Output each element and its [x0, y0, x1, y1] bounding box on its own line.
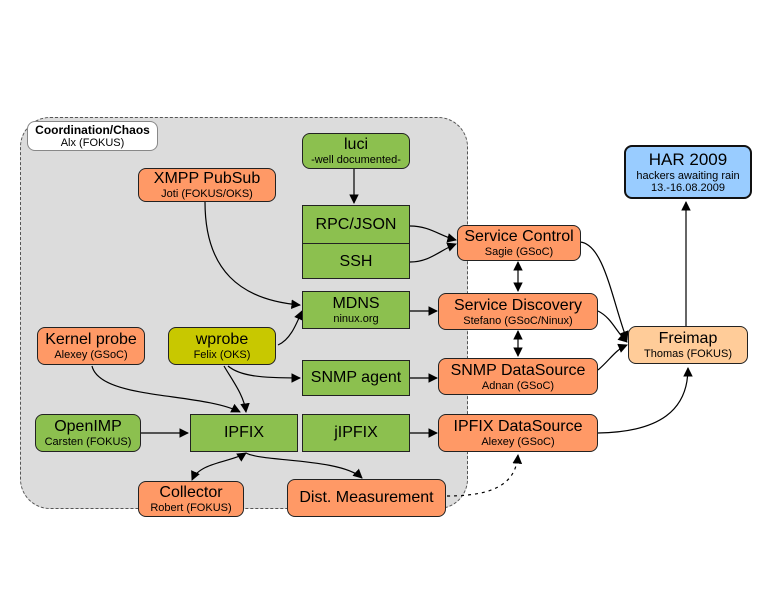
node-ipfix-title: IPFIX [223, 424, 264, 441]
node-freimap: Freimap Thomas (FOKUS) [628, 326, 748, 364]
edge-xmpp-mdns [204, 201, 301, 310]
node-servicecontrol-title: Service Control [464, 228, 574, 245]
node-xmpp-title: XMPP PubSub [153, 170, 261, 187]
node-ipfixdatasource-subtitle: Alexey (GSoC) [481, 436, 555, 448]
node-xmpp-subtitle: Joti (FOKUS/OKS) [161, 188, 253, 200]
node-distmeasurement-title: Dist. Measurement [299, 489, 434, 506]
coordination-label: Coordination/Chaos Alx (FOKUS) [27, 121, 158, 151]
node-rpc-ssh: RPC/JSON SSH [302, 205, 410, 279]
node-snmpagent: SNMP agent [302, 360, 410, 396]
edge-ssh-servicecontrol [409, 242, 457, 263]
node-collector: Collector Robert (FOKUS) [138, 481, 244, 517]
node-servicediscovery-subtitle: Stefano (GSoC/Ninux) [463, 314, 573, 327]
edge-ipfix-distmeasurement [245, 452, 363, 479]
node-mdns: MDNS ninux.org [302, 291, 410, 329]
node-openimp-title: OpenIMP [54, 418, 122, 435]
coordination-subtitle: Alx (FOKUS) [60, 137, 125, 149]
node-servicecontrol: Service Control Sagie (GSoC) [457, 225, 581, 261]
node-ipfix: IPFIX [190, 414, 298, 452]
node-kernelprobe-subtitle: Alexey (GSoC) [54, 349, 128, 361]
node-rpcjson-title: RPC/JSON [315, 215, 397, 233]
edge-ipfixdatasource-freimap [597, 367, 693, 434]
node-collector-subtitle: Robert (FOKUS) [150, 502, 232, 514]
node-servicecontrol-subtitle: Sagie (GSoC) [484, 246, 554, 258]
node-openimp-subtitle: Carsten (FOKUS) [44, 436, 132, 448]
node-freimap-title: Freimap [658, 330, 718, 347]
node-rpc-ssh-divider [303, 243, 409, 244]
node-kernelprobe-title: Kernel probe [45, 331, 137, 348]
node-jipfix-title: jIPFIX [334, 424, 378, 441]
node-luci: luci -well documented- [302, 133, 410, 169]
node-jipfix: jIPFIX [302, 414, 410, 452]
coordination-title: Coordination/Chaos [35, 123, 150, 137]
edge-wprobe-snmpagent [227, 365, 301, 383]
node-luci-subtitle: -well documented- [311, 154, 401, 166]
node-servicediscovery-title: Service Discovery [453, 296, 583, 314]
node-luci-title: luci [343, 136, 368, 153]
edge-wprobe-mdns [277, 310, 304, 346]
node-mdns-title: MDNS [332, 295, 380, 312]
node-har-subtitle2: 13.-16.08.2009 [650, 182, 725, 194]
node-har: HAR 2009 hackers awaiting rain 13.-16.08… [624, 145, 752, 199]
node-freimap-subtitle: Thomas (FOKUS) [643, 348, 732, 360]
edge-rpc-servicecontrol [409, 225, 457, 243]
edge-kernelprobe-ipfix [91, 365, 241, 413]
edge-snmpdatasource-freimap [597, 343, 628, 371]
node-snmpdatasource-subtitle: Adnan (GSoC) [481, 379, 555, 392]
node-kernelprobe: Kernel probe Alexey (GSoC) [37, 327, 145, 365]
edge-distmeasurement-ipfixdatasource [446, 454, 523, 497]
node-xmpp: XMPP PubSub Joti (FOKUS/OKS) [138, 168, 276, 202]
node-har-title: HAR 2009 [648, 150, 728, 169]
node-servicediscovery: Service Discovery Stefano (GSoC/Ninux) [438, 293, 598, 330]
node-har-subtitle: hackers awaiting rain [636, 170, 740, 182]
node-ipfixdatasource: IPFIX DataSource Alexey (GSoC) [438, 414, 598, 452]
edge-wprobe-ipfix [223, 365, 250, 413]
node-wprobe-subtitle: Felix (OKS) [193, 349, 251, 361]
edge-servicecontrol-freimap [579, 241, 629, 341]
node-wprobe: wprobe Felix (OKS) [168, 327, 276, 365]
node-distmeasurement: Dist. Measurement [287, 479, 446, 517]
edge-ipfix-collector [191, 452, 247, 481]
node-ssh-title: SSH [339, 253, 373, 270]
node-snmpagent-title: SNMP agent [310, 369, 402, 386]
node-snmpdatasource: SNMP DataSource Adnan (GSoC) [438, 358, 598, 395]
node-snmpdatasource-title: SNMP DataSource [450, 361, 586, 379]
node-mdns-subtitle: ninux.org [333, 313, 379, 325]
node-collector-title: Collector [159, 484, 223, 501]
node-ipfixdatasource-title: IPFIX DataSource [453, 418, 583, 435]
node-openimp: OpenIMP Carsten (FOKUS) [35, 414, 141, 452]
node-wprobe-title: wprobe [195, 331, 249, 348]
